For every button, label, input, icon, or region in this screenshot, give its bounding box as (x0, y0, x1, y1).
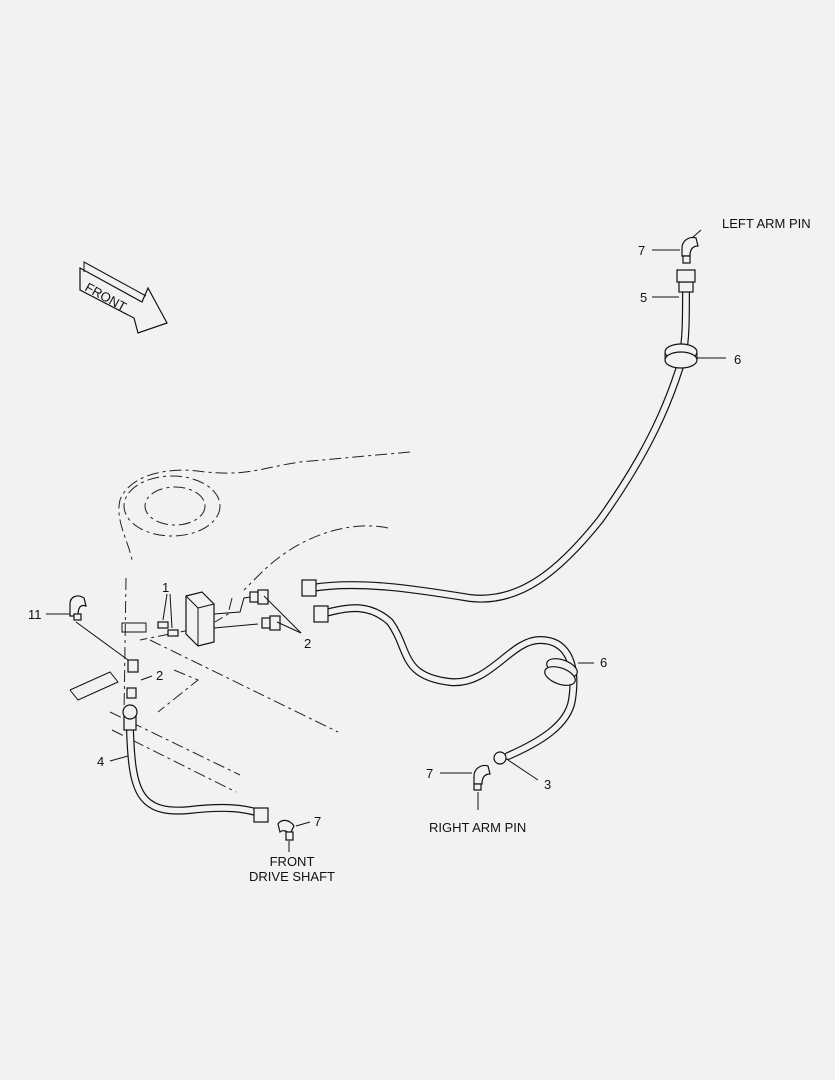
callout-labels: 1 2 2 3 4 5 6 6 7 7 7 11 (28, 243, 741, 829)
callout-2-lower: 2 (156, 668, 163, 683)
left-arm-pin-note: LEFT ARM PIN (722, 216, 811, 231)
callout-11: 11 (28, 607, 42, 622)
callout-6-lower: 6 (600, 655, 607, 670)
callout-7-right-arm: 7 (426, 766, 433, 781)
front-drive-shaft-note-line1: FRONT (270, 854, 315, 869)
callout-7-upper: 7 (638, 243, 645, 258)
callout-2-adapters: 2 (304, 636, 311, 651)
right-arm-pin-note: RIGHT ARM PIN (429, 820, 526, 835)
leader-lines (46, 229, 726, 852)
callout-6-upper: 6 (734, 352, 741, 367)
chassis-outline (69, 451, 411, 793)
callout-7-drive-shaft: 7 (314, 814, 321, 829)
location-notes: LEFT ARM PIN RIGHT ARM PIN FRONT DRIVE S… (249, 216, 811, 884)
callout-4: 4 (97, 754, 104, 769)
callout-5: 5 (640, 290, 647, 305)
front-arrow: FRONT (79, 261, 168, 334)
hose-front-drive-shaft (69, 595, 295, 841)
hose-left-arm (301, 236, 699, 603)
front-drive-shaft-note-line2: DRIVE SHAFT (249, 869, 335, 884)
hose-right-arm (313, 604, 578, 791)
manifold-block (157, 589, 281, 647)
callout-1: 1 (162, 580, 169, 595)
callout-3: 3 (544, 777, 551, 792)
